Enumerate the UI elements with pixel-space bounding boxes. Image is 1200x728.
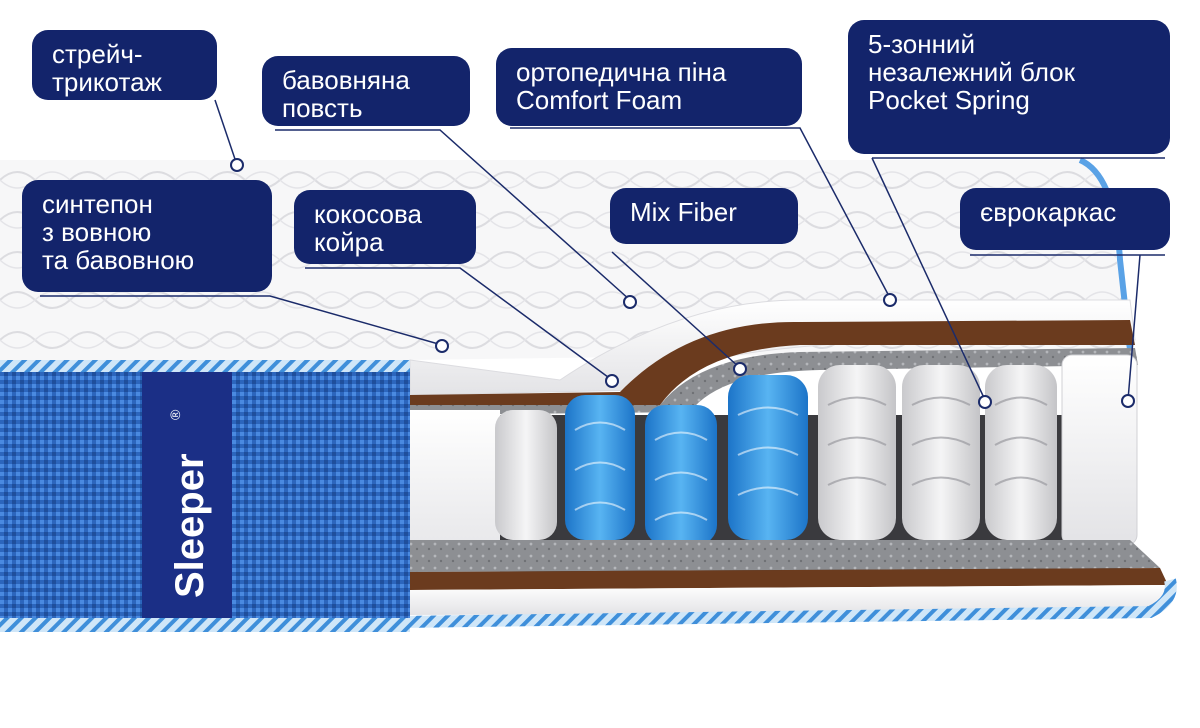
brand-mark: ®: [167, 409, 183, 420]
label-euro-frame: єврокаркас: [960, 188, 1170, 250]
label-text: Comfort Foam: [516, 85, 683, 115]
leader-lines: [40, 99, 1165, 401]
brand-name: Sleeper: [168, 453, 212, 598]
label-text: койра: [314, 227, 384, 257]
felt-bottom-layer: [410, 540, 1160, 572]
coir-bottom-layer: [410, 568, 1168, 590]
label-text: та бавовною: [42, 245, 195, 275]
side-piping-bottom: [0, 618, 410, 632]
label-stretch-knit: стрейч- трикотаж: [32, 30, 217, 100]
label-text: незалежний блок: [868, 57, 1076, 87]
label-text: синтепон: [42, 189, 153, 219]
label-ortho-foam: ортопедична піна Comfort Foam: [496, 48, 802, 126]
edge-foam-right: [1061, 354, 1138, 546]
label-text: повсть: [282, 93, 363, 123]
pocket-springs: [495, 365, 1057, 545]
label-text: з вовною: [42, 217, 152, 247]
label-coconut-coir: кокосова койра: [294, 190, 476, 264]
label-text: трикотаж: [52, 67, 162, 97]
label-text: бавовняна: [282, 65, 410, 95]
bottom-piping: [399, 578, 1177, 628]
label-text: Mix Fiber: [630, 197, 737, 227]
label-synthepon: синтепон з вовною та бавовною: [22, 180, 272, 292]
leader-points: [230, 158, 1135, 409]
label-cotton-felt: бавовняна повсть: [262, 56, 470, 126]
label-text: єврокаркас: [980, 197, 1117, 227]
label-text: 5-зонний: [868, 29, 975, 59]
brand-strip: [142, 372, 232, 618]
label-text: стрейч-: [52, 39, 143, 69]
bottom-foam-layer: [410, 585, 1168, 615]
coir-top-layer: [410, 320, 1135, 405]
label-text: ортопедична піна: [516, 57, 727, 87]
side-piping-top: [0, 360, 410, 372]
label-text: кокосова: [314, 199, 422, 229]
label-pocket-spring: 5-зонний незалежний блок Pocket Spring: [848, 20, 1170, 154]
label-mix-fiber: Mix Fiber: [610, 188, 798, 244]
label-text: Pocket Spring: [868, 85, 1030, 115]
felt-top-layer: [410, 348, 1138, 415]
